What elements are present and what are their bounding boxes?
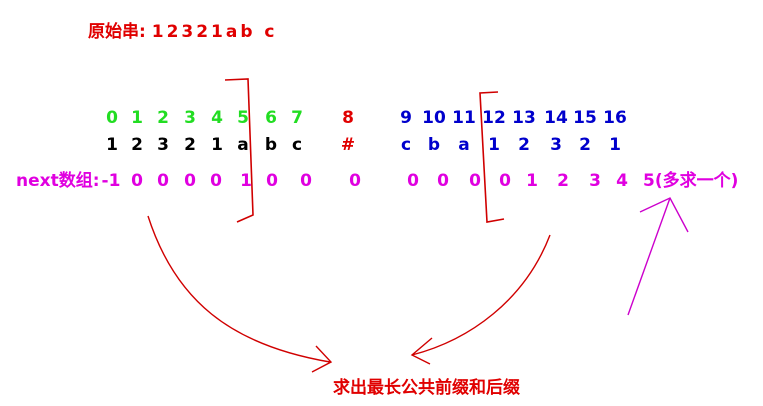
index-cell: 13 [512, 108, 536, 128]
index-cell: 1 [131, 108, 143, 128]
char-cell: 2 [131, 135, 143, 155]
index-cell: 16 [603, 108, 627, 128]
next-cell: 0 [437, 171, 449, 191]
next-cell: -1 [101, 171, 121, 191]
char-cell: 3 [157, 135, 169, 155]
next-cell: 1 [240, 171, 252, 191]
char-cell: 3 [550, 135, 562, 155]
next-array-label: next数组: [16, 171, 100, 191]
next-cell: 0 [407, 171, 419, 191]
char-cell: c [400, 135, 412, 155]
separator-char: # [340, 135, 356, 155]
char-cell: a [237, 135, 249, 155]
next-cell: 0 [131, 171, 143, 191]
next-cell: 0 [349, 171, 361, 191]
left-bracket [224, 78, 254, 223]
index-cell: 3 [184, 108, 196, 128]
index-cell: 4 [211, 108, 223, 128]
next-cell: 1 [526, 171, 538, 191]
next-cell: 0 [266, 171, 278, 191]
right-bracket [479, 91, 505, 223]
index-cell: 10 [422, 108, 446, 128]
next-cell: 0 [184, 171, 196, 191]
right-arrow-head [410, 337, 433, 365]
char-cell: 2 [579, 135, 591, 155]
index-cell: 0 [106, 108, 118, 128]
char-cell: b [264, 135, 278, 155]
next-cell: 0 [300, 171, 312, 191]
char-cell: 2 [518, 135, 530, 155]
index-cell: 6 [265, 108, 277, 128]
left-arrow-head [311, 345, 333, 373]
char-cell: a [458, 135, 470, 155]
original-string-title: 原始串: 12321ab c [88, 24, 278, 41]
next-cell: 0 [499, 171, 511, 191]
index-separator: 8 [342, 108, 354, 128]
char-cell: 2 [184, 135, 196, 155]
index-cell: 14 [544, 108, 568, 128]
char-cell: 1 [106, 135, 118, 155]
next-cell: 3 [589, 171, 601, 191]
index-cell: 5 [237, 108, 249, 128]
extra-value-arrow [627, 197, 671, 316]
char-cell: 1 [488, 135, 500, 155]
index-cell: 15 [573, 108, 597, 128]
original-string-label: 原始串: [88, 22, 146, 42]
index-cell: 9 [400, 108, 412, 128]
next-last-value: 5(多求一个) [643, 171, 739, 191]
char-cell: c [291, 135, 303, 155]
char-cell: 1 [211, 135, 223, 155]
next-cell: 4 [616, 171, 628, 191]
next-cell: 2 [557, 171, 569, 191]
next-cell: 0 [469, 171, 481, 191]
original-string-value: 12321ab c [151, 22, 278, 42]
index-cell: 11 [452, 108, 476, 128]
char-cell: b [427, 135, 441, 155]
extra-value-arrow-head [639, 197, 689, 233]
char-cell: 1 [609, 135, 621, 155]
index-cell: 2 [157, 108, 169, 128]
right-curve-arrow [411, 234, 551, 356]
next-cell: 0 [210, 171, 222, 191]
index-cell: 7 [291, 108, 303, 128]
next-cell: 0 [157, 171, 169, 191]
index-cell: 12 [482, 108, 506, 128]
caption: 求出最长公共前缀和后缀 [333, 378, 520, 398]
left-curve-arrow [147, 215, 331, 363]
